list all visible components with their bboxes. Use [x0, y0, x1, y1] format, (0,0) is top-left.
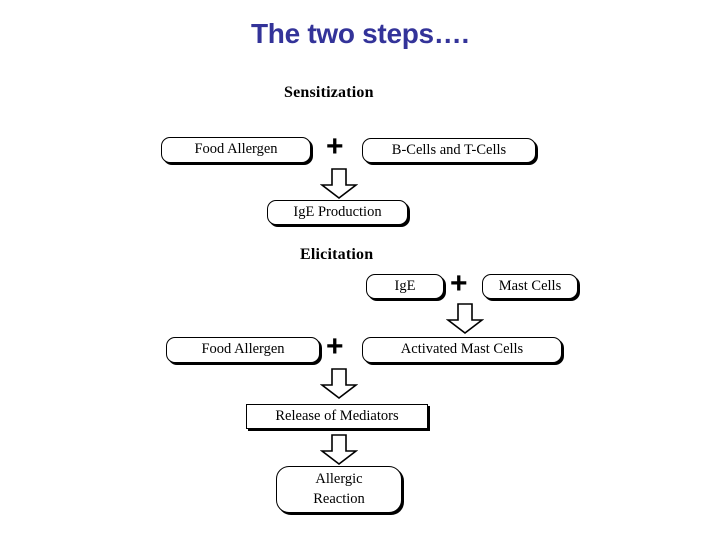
plus-operator-1: + — [326, 130, 344, 163]
plus-operator-3: + — [326, 330, 344, 363]
node-ige-production[interactable]: IgE Production — [267, 200, 408, 225]
node-activated-mast-cells[interactable]: Activated Mast Cells — [362, 337, 562, 363]
node-allergic-reaction-line-2: Reaction — [313, 490, 365, 507]
node-allergic-reaction-line-1: Allergic — [315, 471, 363, 488]
node-b-cells-and-t-cells[interactable]: B-Cells and T-Cells — [362, 138, 536, 163]
section-heading-elicitation: Elicitation — [300, 246, 374, 263]
node-ige[interactable]: IgE — [366, 274, 444, 299]
arrow-to-release-of-mediators-icon — [320, 368, 358, 400]
page-title: The two steps…. — [251, 18, 469, 49]
node-release-of-mediators[interactable]: Release of Mediators — [246, 404, 428, 429]
section-heading-sensitization: Sensitization — [284, 84, 374, 101]
node-allergic-reaction[interactable]: Allergic Reaction — [276, 466, 402, 513]
plus-operator-2: + — [450, 267, 468, 300]
arrow-to-activated-mast-cells-icon — [446, 303, 484, 335]
node-food-allergen-2[interactable]: Food Allergen — [166, 337, 320, 363]
node-food-allergen-1[interactable]: Food Allergen — [161, 137, 311, 163]
node-mast-cells[interactable]: Mast Cells — [482, 274, 578, 299]
arrow-to-ige-production-icon — [320, 168, 358, 200]
arrow-to-allergic-reaction-icon — [320, 434, 358, 466]
